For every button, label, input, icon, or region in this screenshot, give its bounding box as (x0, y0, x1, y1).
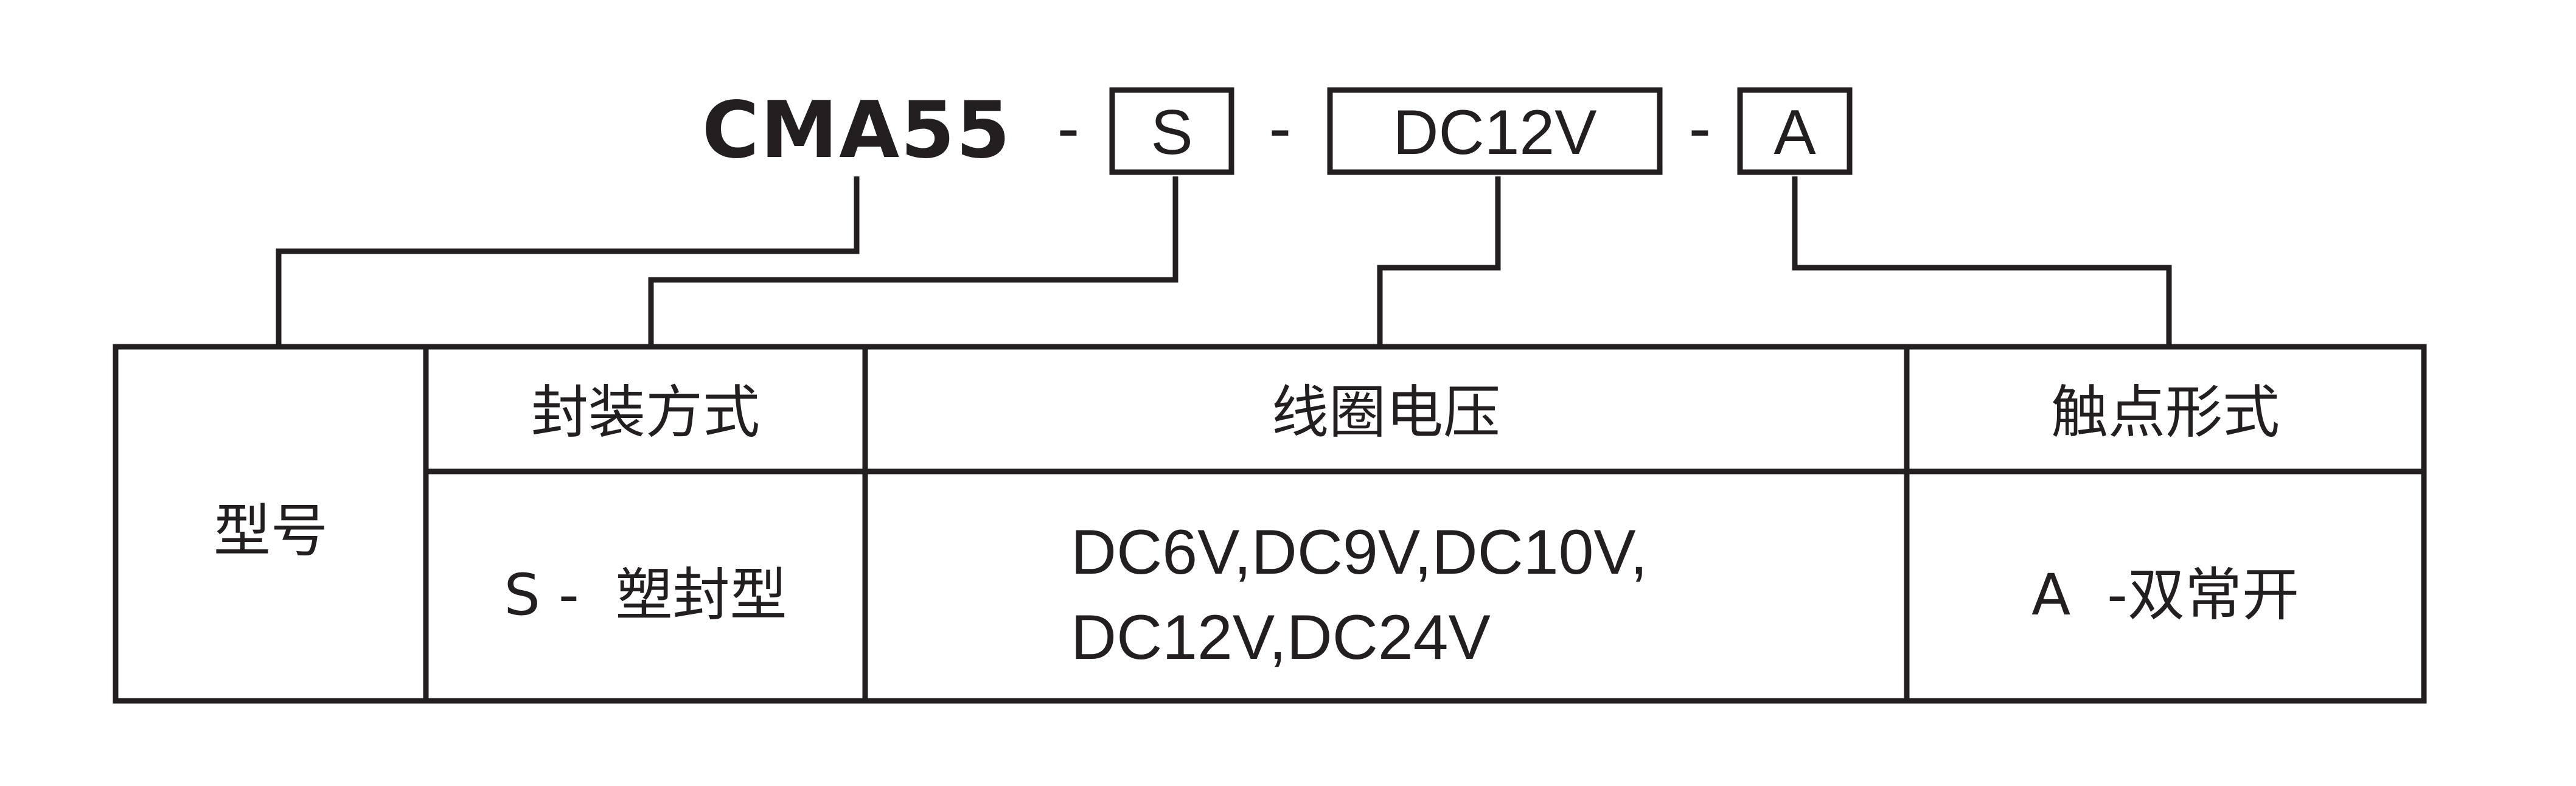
contact-connector (1792, 176, 2172, 347)
package-header: 封装方式 (531, 380, 760, 446)
spec-table-border (113, 344, 2427, 704)
voltage-value-line-1: DC6V,DC9V,DC10V, (1071, 517, 1648, 588)
voltage-code: DC12V (1393, 97, 1596, 168)
package-value: S - 塑封型 (504, 562, 787, 628)
contact-value: A -双常开 (2031, 562, 2299, 628)
package-connector (648, 176, 1178, 347)
package-code: S (1150, 97, 1192, 168)
separator-2: - (1269, 91, 1292, 165)
voltage-code-box (1327, 87, 1663, 175)
separator-1: - (1057, 91, 1080, 165)
contact-code-box (1737, 87, 1853, 175)
voltage-header: 线圈电压 (1272, 380, 1500, 446)
separator-3: - (1689, 91, 1711, 165)
model-connector (276, 176, 860, 347)
model-name: CMA55 (702, 85, 1012, 176)
voltage-connector (1377, 176, 1501, 347)
package-code-box (1109, 87, 1234, 175)
voltage-value-line-2: DC12V,DC24V (1071, 602, 1491, 673)
model-label: 型号 (214, 498, 328, 565)
contact-header: 触点形式 (2051, 380, 2280, 446)
contact-code: A (1774, 97, 1816, 168)
